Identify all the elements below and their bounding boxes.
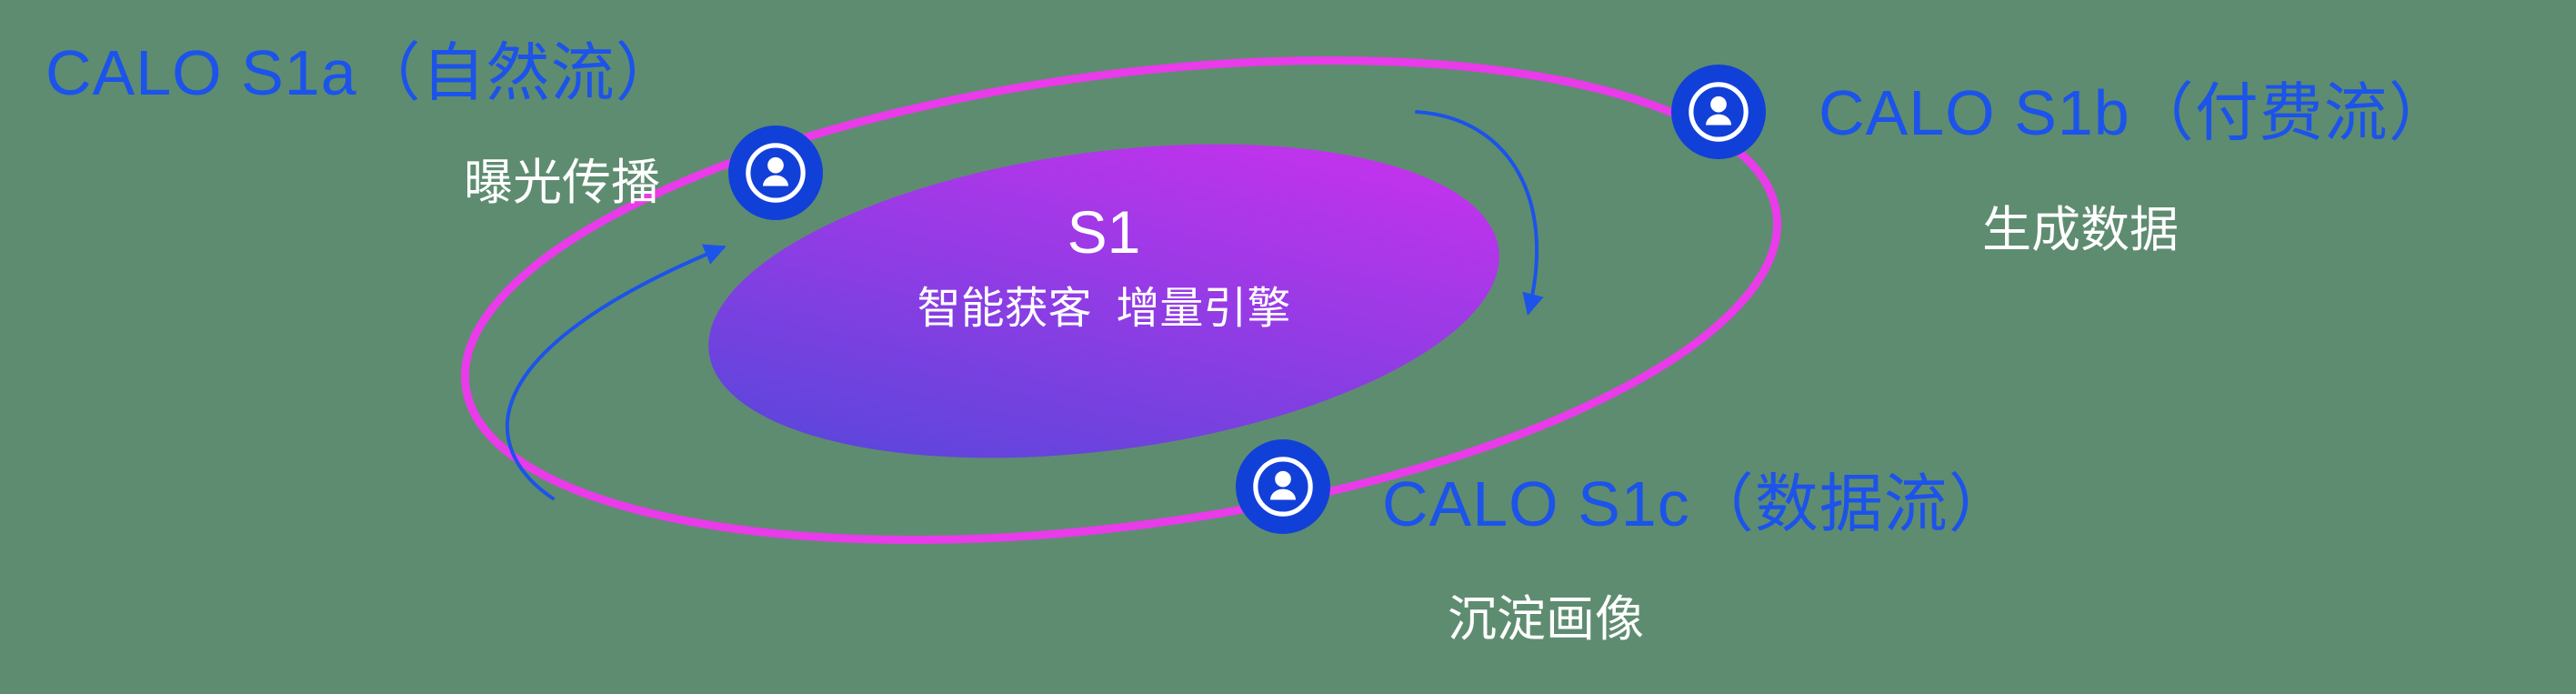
label-s1b: CALO S1b（付费流）	[1819, 77, 2453, 148]
user-icon	[728, 126, 823, 220]
rotation-arrow-left-icon	[506, 244, 727, 500]
user-icon	[1671, 65, 1766, 159]
label-s1c: CALO S1c（数据流）	[1382, 468, 2013, 539]
subtitle-s1a: 曝光传播	[464, 156, 660, 210]
core-label-group: S1 智能获客 增量引擎	[831, 196, 1377, 336]
orbit-node-s1b	[1671, 65, 1766, 159]
subtitle-s1c: 沉淀画像	[1448, 592, 1644, 647]
orbit-node-s1c	[1236, 439, 1330, 534]
core-title: S1	[1067, 198, 1141, 266]
core-ellipse	[708, 144, 1499, 458]
orbit-node-s1a	[728, 126, 823, 220]
subtitle-s1b: 生成数据	[1982, 203, 2179, 257]
rotation-arrow-right-icon	[1415, 110, 1544, 316]
core-subtitle: 智能获客 增量引擎	[917, 285, 1291, 334]
user-icon	[1236, 439, 1330, 534]
label-s1a: CALO S1a（自然流）	[45, 37, 680, 108]
orbit-ring	[460, 55, 1782, 545]
